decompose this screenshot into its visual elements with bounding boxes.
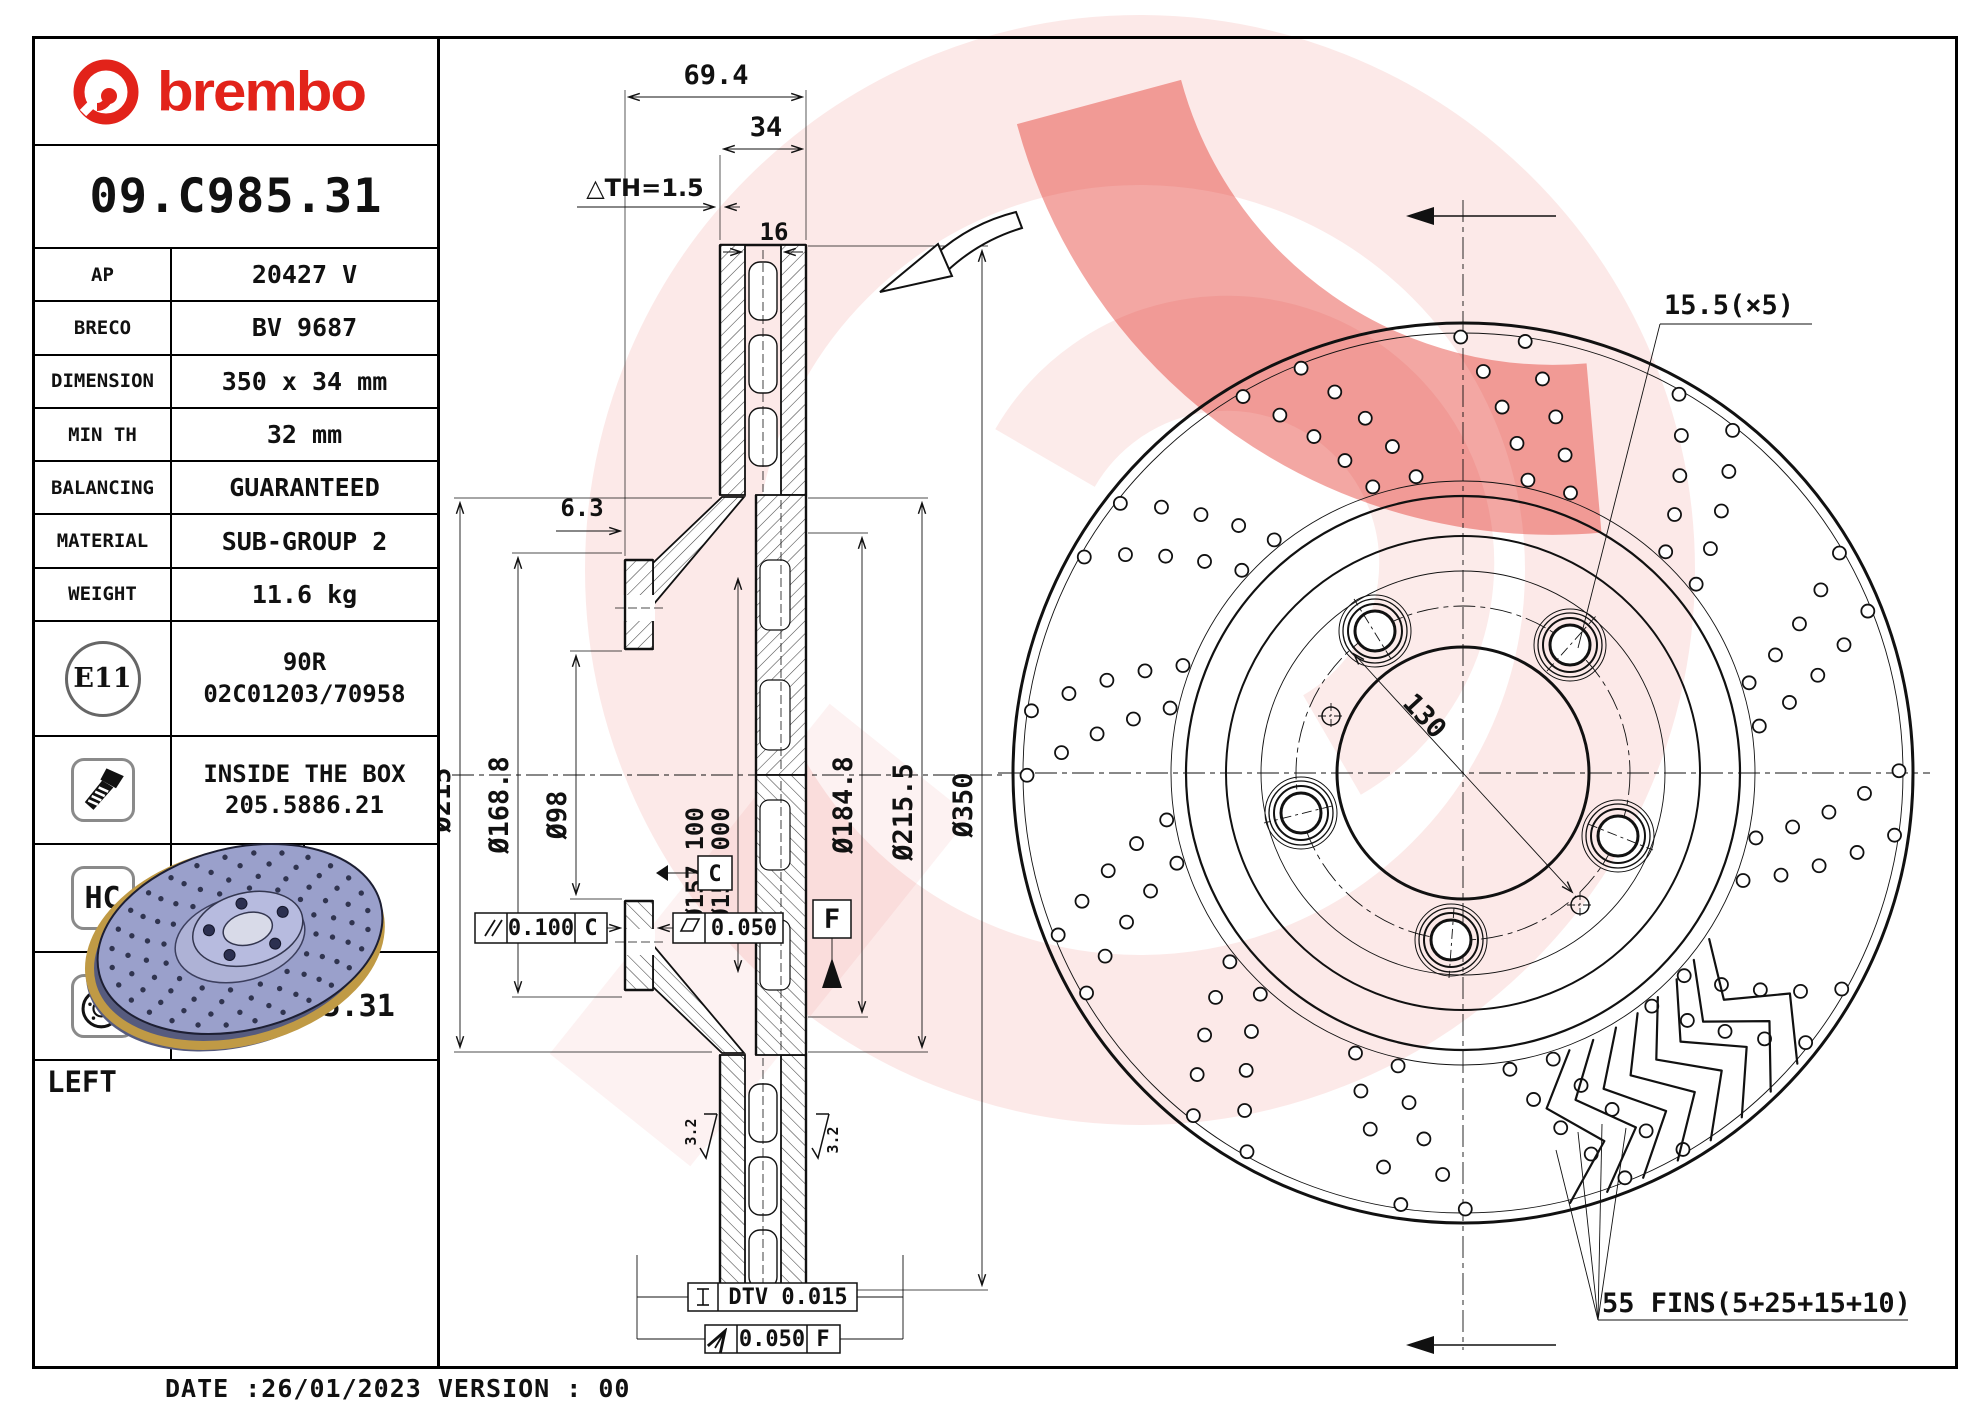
parallelism-value: 0.100 <box>508 916 574 941</box>
datum-f-letter: F <box>824 904 840 935</box>
disc-3d-thumbnail <box>85 843 385 1052</box>
drilled-holes-pattern <box>1019 329 1907 1217</box>
spec-label: MIN TH <box>35 408 172 461</box>
dim-63-label: 6.3 <box>560 494 603 522</box>
dim-band-width-label: 34 <box>750 112 783 143</box>
brand-name: brembo <box>157 60 367 123</box>
spec-sidebar: brembo 09.C985.31 AP 20427 V BRECO BV 96… <box>35 39 440 1366</box>
parallelism-icon <box>484 919 503 937</box>
side-label: LEFT <box>47 1065 117 1100</box>
e11-approval-line2: 02C01203/70958 <box>203 679 406 708</box>
screw-icon <box>70 758 135 823</box>
e11-row: E11 90R 02C01203/70958 <box>35 622 437 738</box>
inside-box-line2: 205.5886.21 <box>225 791 384 820</box>
spec-label: BALANCING <box>35 462 172 514</box>
spec-label: BRECO <box>35 302 172 354</box>
inside-box-line1: INSIDE THE BOX <box>203 759 406 788</box>
roughness-a: 3.2 <box>682 1118 700 1145</box>
spec-value: 350 x 34 mm <box>221 366 388 396</box>
flatness-frame: 0.050 <box>659 912 784 944</box>
runout-icon <box>715 1331 725 1348</box>
dtv-frame: DTV 0.015 <box>687 1282 858 1312</box>
dia-215-label: Ø215 <box>440 767 457 833</box>
flatness-icon <box>679 918 701 932</box>
fin-curves <box>1545 937 1799 1204</box>
inside-the-box-row: INSIDE THE BOX 205.5886.21 <box>35 737 437 846</box>
datum-c-triangle <box>656 865 668 881</box>
dtv-icon <box>697 1288 709 1306</box>
runout-frame: 0.050 F <box>704 1324 841 1354</box>
spec-row-dimension: DIMENSION 350 x 34 mm <box>35 355 437 409</box>
sheet-frame <box>32 36 1958 1369</box>
spec-row-ap: AP 20427 V <box>35 249 437 303</box>
spec-label: WEIGHT <box>35 568 172 621</box>
section-cut-arrows <box>1406 207 1556 1354</box>
dim-bolt-holes-label: 15.5(×5) <box>1664 290 1794 321</box>
brembo-emblem-icon <box>73 59 139 124</box>
datum-c: C <box>656 855 733 891</box>
dim-th-label: △TH=1.5 <box>586 174 704 202</box>
fins-note-label: 55 FINS(5+25+15+10) <box>1602 1288 1911 1319</box>
spec-label: AP <box>35 249 172 301</box>
datum-c-letter: C <box>708 862 721 887</box>
parallelism-datum: C <box>584 916 597 941</box>
e11-badge: E11 <box>64 640 141 717</box>
spec-value: 20427 V <box>251 260 358 290</box>
tolerance-frames: 0.100 C 0.050 F C <box>474 855 904 1354</box>
section-dimensions: 69.4 34 △TH=1.5 16 6.3 Ø215 Ø168.8 Ø9 <box>440 60 988 1291</box>
dim-bolt-holes: 15.5(×5) <box>1577 290 1812 649</box>
dia-98-label: Ø98 <box>542 791 573 841</box>
bolt-holes <box>1264 594 1655 977</box>
datum-f-triangle <box>822 958 842 988</box>
datum-f: F <box>812 899 852 988</box>
technical-drawing: 69.4 34 △TH=1.5 16 6.3 Ø215 Ø168.8 Ø9 <box>440 60 1930 1354</box>
spec-value: BV 9687 <box>251 313 358 343</box>
e11-approval-line1: 90R <box>282 648 327 677</box>
spec-row-weight: WEIGHT 11.6 kg <box>35 568 437 623</box>
brembo-logo: brembo <box>35 39 437 146</box>
section-view <box>452 243 1002 1307</box>
rotation-arrow-head <box>879 242 954 293</box>
spec-row-breco: BRECO BV 9687 <box>35 302 437 356</box>
frame-leaders <box>636 1255 904 1340</box>
service-holes <box>1318 703 1593 918</box>
roughness-marks: 3.2 3.2 <box>682 1113 842 1160</box>
dtv-value: DTV 0.015 <box>728 1285 847 1310</box>
bolt-hole-ticks <box>1263 598 1654 979</box>
dia-184-label: Ø184.8 <box>828 756 859 855</box>
part-number-box: 09.C985.31 <box>35 146 437 249</box>
part-number: 09.C985.31 <box>89 169 383 224</box>
dia-168-label: Ø168.8 <box>484 756 515 855</box>
spec-value: SUB-GROUP 2 <box>221 526 388 556</box>
footer-date-version: DATE :26/01/2023 VERSION : 00 <box>165 1374 631 1403</box>
front-view: 130 15.5(×5) 55 FINS(5+25+15+10) <box>879 200 1930 1354</box>
parallelism-frame: 0.100 C <box>474 912 620 944</box>
dim-bolt-circle-label: 130 <box>1396 688 1452 745</box>
spec-value: 11.6 kg <box>251 579 358 609</box>
runout-datum: F <box>816 1327 829 1352</box>
fins-note: 55 FINS(5+25+15+10) <box>1555 1123 1911 1321</box>
flatness-value: 0.050 <box>711 916 777 941</box>
dia-350-label: Ø350 <box>948 772 979 838</box>
spec-value: GUARANTEED <box>229 473 380 503</box>
dim-total-width-label: 69.4 <box>683 60 748 91</box>
spec-row-balancing: BALANCING GUARANTEED <box>35 462 437 516</box>
runout-value: 0.050 <box>739 1327 805 1352</box>
dim-16-label: 16 <box>760 218 789 246</box>
spec-row-min-th: MIN TH 32 mm <box>35 408 437 463</box>
roughness-b: 3.2 <box>824 1126 842 1153</box>
spec-value: 32 mm <box>266 420 343 450</box>
spec-label: DIMENSION <box>35 355 172 407</box>
spec-row-material: MATERIAL SUB-GROUP 2 <box>35 515 437 569</box>
spec-label: MATERIAL <box>35 515 172 567</box>
dia-215-5-label: Ø215.5 <box>888 763 919 862</box>
